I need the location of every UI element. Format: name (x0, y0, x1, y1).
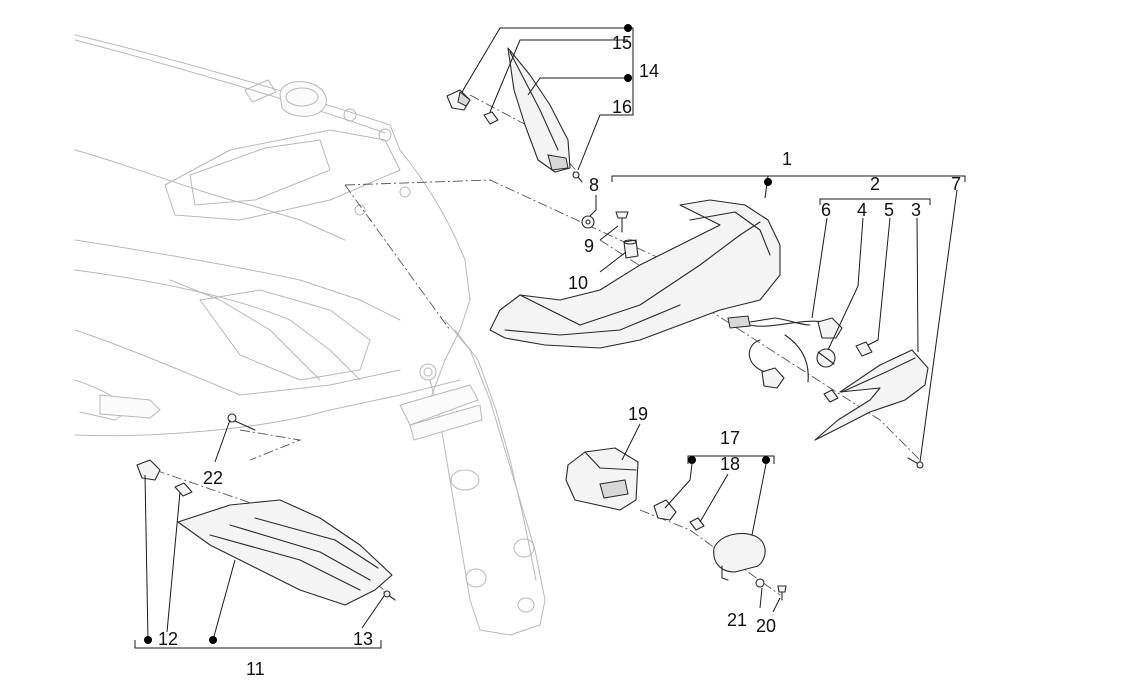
callout-3: 3 (911, 200, 921, 220)
callout-12: 12 (158, 629, 178, 649)
callout-13: 13 (353, 629, 373, 649)
callout-16: 16 (612, 97, 632, 117)
callout-20: 20 (756, 616, 776, 636)
callout-6: 6 (821, 200, 831, 220)
callout-17: 17 (720, 428, 740, 448)
bulb-holder-15 (446, 89, 471, 111)
screw-16 (572, 171, 583, 183)
callout-18: 18 (720, 454, 740, 474)
washer-21 (755, 578, 765, 588)
bulb-holder-12 (136, 459, 161, 481)
bulb-holder-17 (653, 499, 677, 521)
callout-1: 1 (782, 149, 792, 169)
callout-11: 11 (246, 659, 265, 679)
bulb-15 (483, 111, 499, 125)
callout-labels: 1 2 3 4 5 6 7 8 9 10 11 12 13 14 15 16 1… (158, 33, 961, 679)
screw-13 (383, 590, 396, 601)
bulb-4 (816, 348, 836, 368)
callout-19: 19 (628, 404, 648, 424)
callout-10: 10 (568, 273, 588, 293)
spacer-10 (623, 239, 639, 259)
lens-cover (713, 532, 766, 581)
bracket-dots (144, 24, 772, 644)
callout-8: 8 (589, 175, 599, 195)
side-marker-light (507, 47, 571, 173)
callout-5: 5 (884, 200, 894, 220)
bulb-holder-lower (761, 367, 785, 389)
screw-9 (615, 211, 629, 233)
lens-3 (814, 349, 929, 441)
callout-21: 21 (727, 610, 747, 630)
callout-22: 22 (203, 468, 223, 488)
callout-9: 9 (584, 236, 594, 256)
callout-14: 14 (639, 61, 659, 81)
callout-7: 7 (951, 174, 961, 194)
bulb-12 (174, 482, 193, 497)
licence-plate-light-19 (565, 447, 639, 511)
callout-2: 2 (870, 174, 880, 194)
washer-8 (581, 215, 595, 229)
scooter-body-ghost (74, 34, 546, 636)
screw-7 (907, 457, 924, 469)
callout-15: 15 (612, 33, 632, 53)
bulb-5 (823, 341, 873, 403)
reflector-plate (177, 499, 393, 606)
tail-light-housing (489, 199, 811, 349)
callout-4: 4 (857, 200, 867, 220)
leader-lines (134, 27, 966, 649)
screw-20 (777, 585, 787, 601)
bulb-18 (689, 517, 705, 531)
wiring-harness (748, 320, 826, 383)
